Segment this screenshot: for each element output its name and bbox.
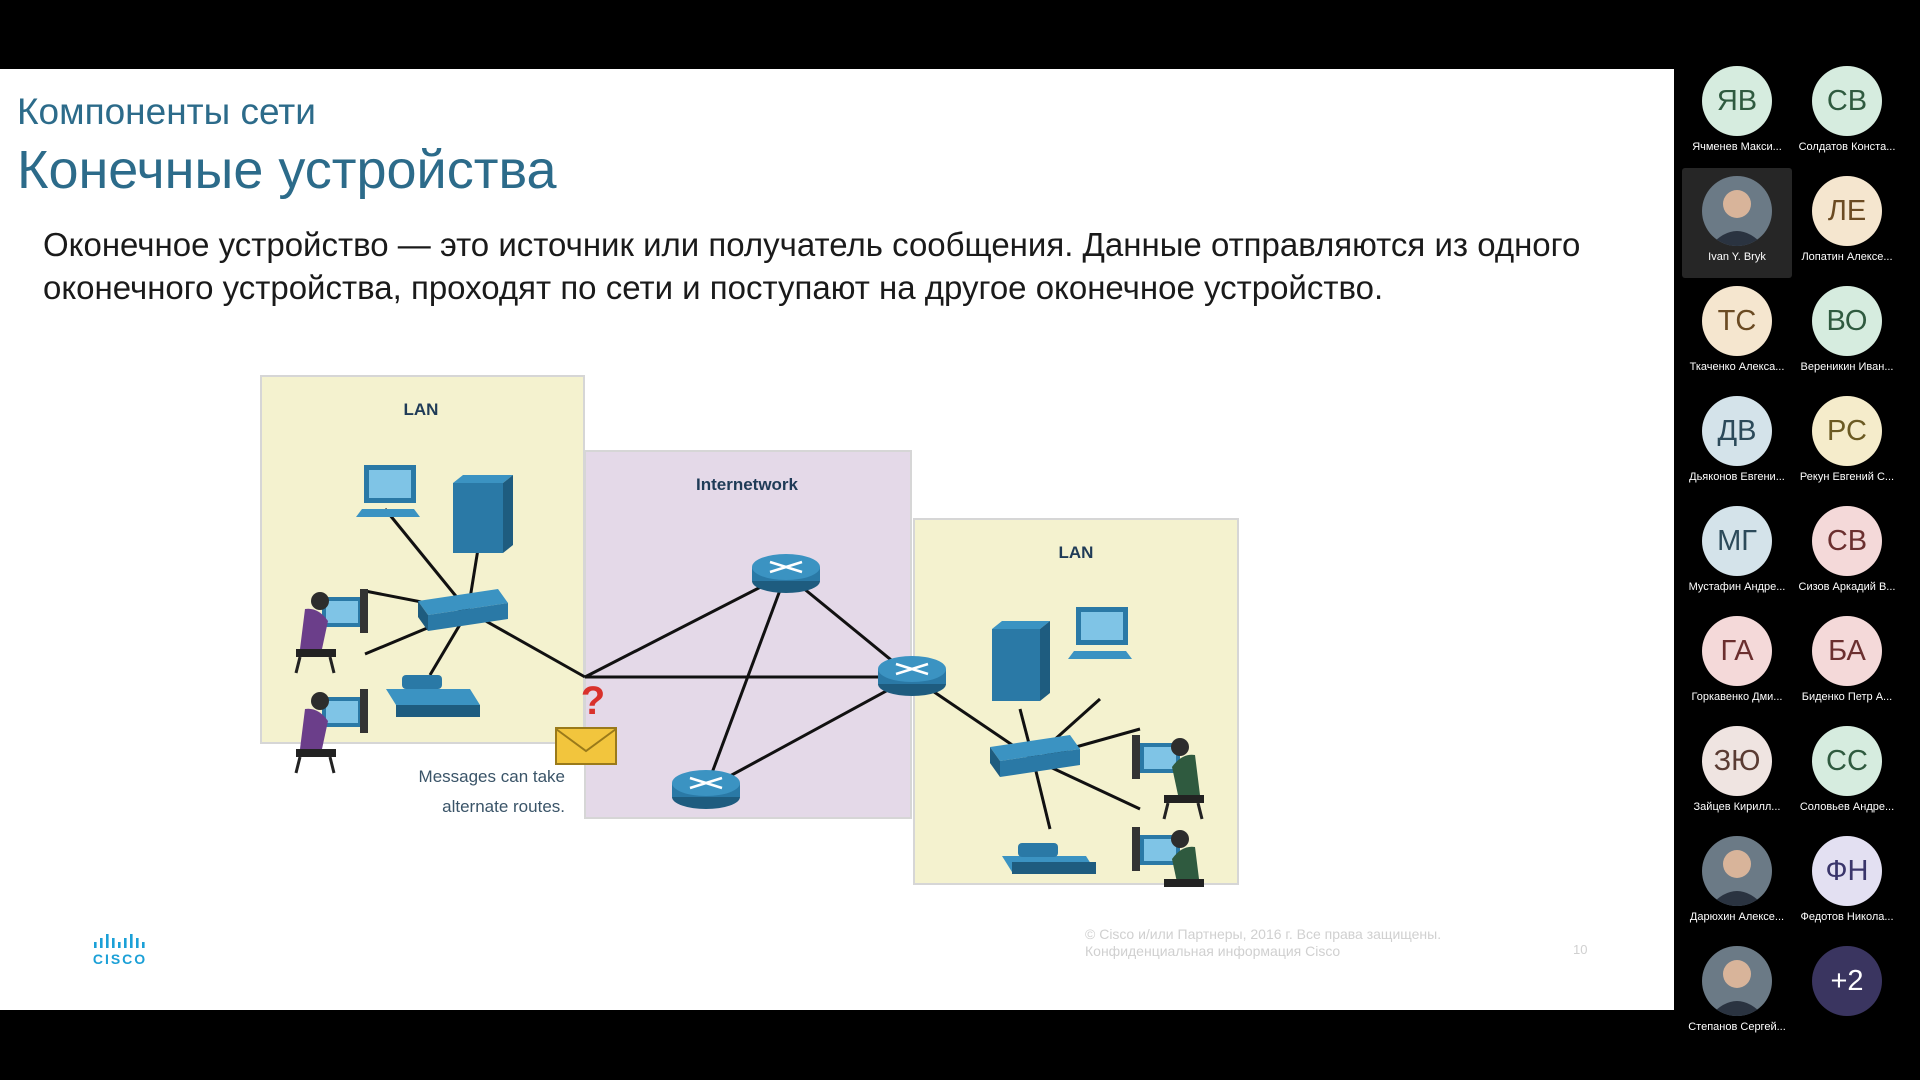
footer-copyright: © Cisco и/или Партнеры, 2016 г. Все прав…: [1085, 926, 1442, 942]
slide-body-text: Оконечное устройство — это источник или …: [43, 226, 1581, 306]
participant-name: Сизов Аркадий В...: [1798, 581, 1896, 593]
participant-tile[interactable]: Степанов Сергей...: [1682, 938, 1792, 1048]
user-workstation-left-2: [294, 689, 368, 774]
slide-footer: © Cisco и/или Партнеры, 2016 г. Все прав…: [1085, 926, 1441, 960]
participant-tile[interactable]: Ivan Y. Bryk: [1682, 168, 1792, 278]
participant-tile[interactable]: ГА Горкавенко Дми...: [1682, 608, 1792, 718]
participant-name: Степанов Сергей...: [1688, 1021, 1786, 1033]
participant-name: Лопатин Алексе...: [1801, 251, 1893, 263]
phone-left: [386, 675, 480, 717]
participant-avatar: СВ: [1812, 66, 1882, 136]
switch-left: [418, 589, 508, 631]
participant-name: Вереникин Иван...: [1800, 361, 1894, 373]
participant-name: Зайцев Кирилл...: [1693, 801, 1781, 813]
participant-avatar: ЛЕ: [1812, 176, 1882, 246]
participant-name: Ткаченко Алекса...: [1689, 361, 1785, 373]
slide-page-number: 10: [1573, 942, 1588, 957]
participant-name: Ivan Y. Bryk: [1708, 251, 1766, 263]
participant-tile[interactable]: +2: [1792, 938, 1902, 1048]
caption-line-1: Messages can take: [419, 767, 565, 786]
participant-name: Солдатов Конста...: [1798, 141, 1896, 153]
phone-right: [1002, 843, 1096, 874]
participant-tile[interactable]: РС Рекун Евгений С...: [1792, 388, 1902, 498]
participant-tile[interactable]: ТС Ткаченко Алекса...: [1682, 278, 1792, 388]
participant-avatar: ДВ: [1702, 396, 1772, 466]
participant-avatar: СС: [1812, 726, 1882, 796]
footer-confidential: Конфиденциальная информация Cisco: [1085, 943, 1341, 959]
participant-avatar: БА: [1812, 616, 1882, 686]
message-envelope-icon: [555, 727, 617, 765]
participant-tile[interactable]: СВ Сизов Аркадий В...: [1792, 498, 1902, 608]
participant-tile[interactable]: ФН Федотов Никола...: [1792, 828, 1902, 938]
lan-right-label: LAN: [1059, 543, 1094, 562]
user-workstation-right-1: [1132, 735, 1204, 820]
lan-left-label: LAN: [404, 400, 439, 419]
caption-line-2: alternate routes.: [442, 797, 565, 816]
participant-avatar: ТС: [1702, 286, 1772, 356]
participant-name: Дьяконов Евгени...: [1689, 471, 1785, 483]
pc-left: [356, 465, 420, 517]
participant-tile[interactable]: ВО Вереникин Иван...: [1792, 278, 1902, 388]
participant-avatar: СВ: [1812, 506, 1882, 576]
router-top: [752, 554, 820, 593]
participant-avatar: +2: [1812, 946, 1882, 1016]
slide-title: Конечные устройства: [17, 140, 557, 200]
participant-avatar: ФН: [1812, 836, 1882, 906]
pc-right: [1068, 607, 1132, 659]
participant-photo: [1702, 176, 1772, 246]
slide-subtitle: Компоненты сети: [17, 91, 316, 132]
user-workstation-left-1: [294, 589, 368, 674]
participant-tile[interactable]: Дарюхин Алексе...: [1682, 828, 1792, 938]
participant-avatar: МГ: [1702, 506, 1772, 576]
participant-tile[interactable]: СС Соловьев Андре...: [1792, 718, 1902, 828]
internetwork-label: Internetwork: [696, 475, 799, 494]
router-bottom: [672, 770, 740, 809]
participant-tile[interactable]: БА Биденко Петр А...: [1792, 608, 1902, 718]
network-diagram: LAN Internetwork LAN: [260, 375, 1239, 887]
switch-right: [990, 735, 1080, 777]
participant-name: Мустафин Андре...: [1688, 581, 1786, 593]
participant-avatar: ВО: [1812, 286, 1882, 356]
participant-tile[interactable]: ЯВ Ячменев Макси...: [1682, 58, 1792, 168]
user-workstation-right-2: [1132, 827, 1204, 887]
participant-tile[interactable]: МГ Мустафин Андре...: [1682, 498, 1792, 608]
participants-panel: ЯВ Ячменев Макси... СВ Солдатов Конста... Iv…: [1674, 0, 1920, 1080]
participant-avatar: ЯВ: [1702, 66, 1772, 136]
cisco-logo-text: CISCO: [93, 951, 147, 967]
participant-photo: [1702, 836, 1772, 906]
participant-avatar: РС: [1812, 396, 1882, 466]
participant-avatar: ГА: [1702, 616, 1772, 686]
server-right: [992, 621, 1050, 701]
participant-tile[interactable]: ЛЕ Лопатин Алексе...: [1792, 168, 1902, 278]
participant-avatar: ЗЮ: [1702, 726, 1772, 796]
participant-name: Ячменев Макси...: [1692, 141, 1782, 153]
participant-tile[interactable]: СВ Солдатов Конста...: [1792, 58, 1902, 168]
internetwork-box: [584, 450, 912, 819]
participant-tile[interactable]: ЗЮ Зайцев Кирилл...: [1682, 718, 1792, 828]
participant-tile[interactable]: ДВ Дьяконов Евгени...: [1682, 388, 1792, 498]
participant-photo: [1702, 946, 1772, 1016]
router-right: [878, 656, 946, 696]
participant-name: Дарюхин Алексе...: [1689, 911, 1785, 923]
lan-right-box: [913, 518, 1239, 885]
question-mark-icon: ?: [581, 679, 605, 723]
presentation-slide: Компоненты сети Конечные устройства Окон…: [0, 69, 1674, 1010]
participant-name: Федотов Никола...: [1800, 911, 1894, 923]
cisco-logo: CISCO: [93, 934, 147, 967]
server-left: [453, 475, 513, 553]
participant-name: Соловьев Андре...: [1799, 801, 1895, 813]
participant-name: Горкавенко Дми...: [1691, 691, 1783, 703]
participant-name: Биденко Петр А...: [1801, 691, 1893, 703]
participant-name: Рекун Евгений С...: [1799, 471, 1895, 483]
